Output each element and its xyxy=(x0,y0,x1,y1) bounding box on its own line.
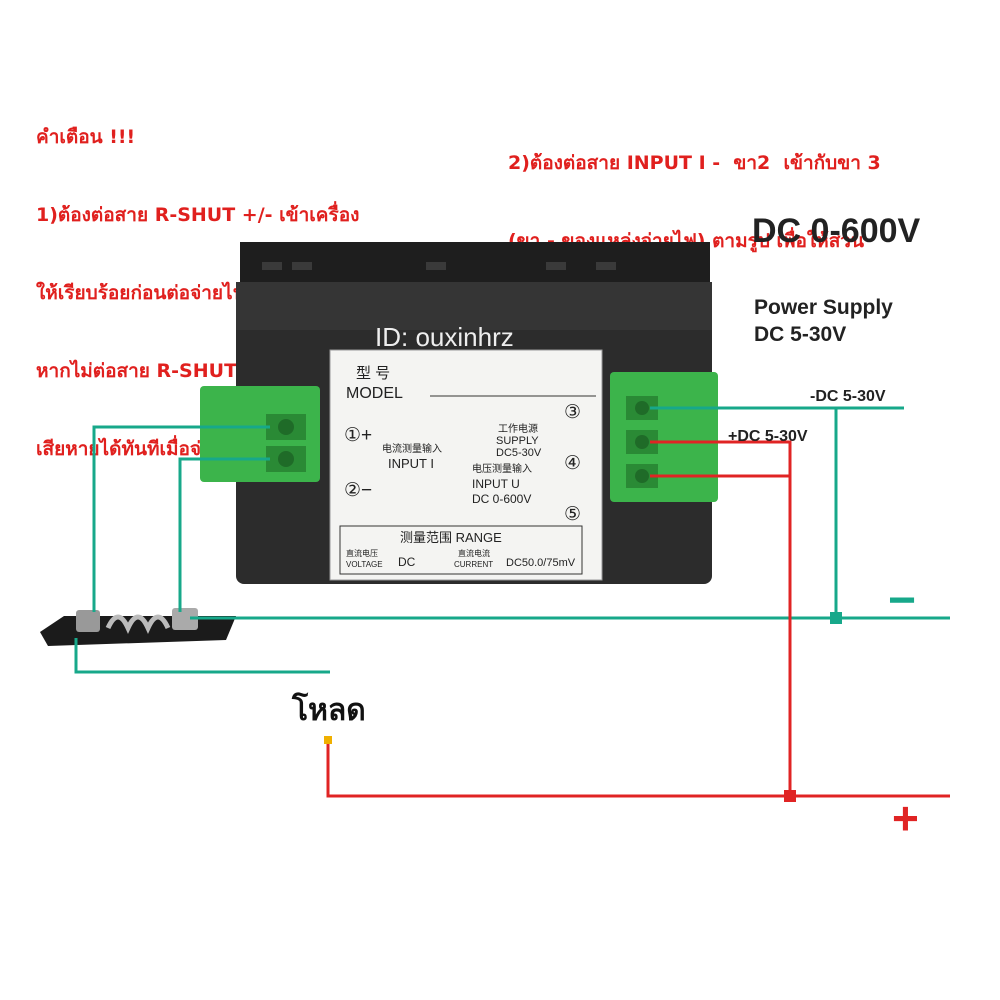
screw-5-icon xyxy=(635,469,649,483)
label-model-cn: 型 号 xyxy=(356,365,390,382)
label-supply-cn: 工作电源 xyxy=(498,422,538,435)
label-supply-v: DC5-30V xyxy=(496,447,542,459)
label-current-cn: 直流电流 xyxy=(458,548,490,558)
shunt-resistor xyxy=(40,608,236,646)
vent-slot xyxy=(596,262,616,270)
warning-right-line-1: 2)ต้องต่อสาย INPUT I - ขา2 เข้ากับขา 3 xyxy=(508,152,881,174)
terminal-5-label: ⑤ xyxy=(564,504,581,525)
label-current: CURRENT xyxy=(454,560,493,569)
screw-4-icon xyxy=(635,435,649,449)
meter-top-face xyxy=(236,282,712,330)
positive-sign: + xyxy=(892,792,919,844)
watermark: ID: ouxinhrz xyxy=(375,322,514,352)
label-voltage-cn: 直流电压 xyxy=(346,548,378,558)
wire-input-i-plus xyxy=(92,425,270,612)
wire-load-negative xyxy=(74,638,330,674)
shunt-bolt-right xyxy=(172,608,198,630)
shunt-bolt-left xyxy=(76,610,100,632)
warning-left-line-1: 1)ต้องต่อสาย R-SHUT +/- เข้าเครื่อง xyxy=(36,204,360,226)
vent-slot xyxy=(262,262,282,270)
warning-title: คำเตือน !!! xyxy=(36,126,136,148)
label-model: MODEL xyxy=(346,385,403,402)
vent-slot xyxy=(426,262,446,270)
range-box xyxy=(339,525,583,575)
warning-left-line-4: เสียหายได้ทันทีเมื่อจ่ายไฟ xyxy=(36,438,246,460)
meter-bezel xyxy=(240,242,710,284)
terminal-block-supply xyxy=(610,372,718,502)
power-supply-line-2: DC 5-30V xyxy=(754,323,847,346)
screw-2-icon xyxy=(278,451,294,467)
label-neg-supply: -DC 5-30V xyxy=(810,388,886,405)
terminal-1-label: ①+ xyxy=(344,425,372,446)
label-input-u-v: DC 0-600V xyxy=(472,492,531,506)
load-terminal-positive xyxy=(324,736,332,744)
wire-positive-main xyxy=(326,740,950,798)
label-voltage: VOLTAGE xyxy=(346,560,383,569)
shunt-element xyxy=(105,614,171,635)
terminal-4-label: ④ xyxy=(564,453,581,474)
screw-3-icon xyxy=(635,401,649,415)
terminal-3-label: ③ xyxy=(564,402,581,423)
label-range-cn: 测量范围 RANGE xyxy=(400,530,502,545)
terminal-block-current xyxy=(200,386,320,482)
vent-slot xyxy=(546,262,566,270)
screw-1-icon xyxy=(278,419,294,435)
power-supply-line-1: Power Supply xyxy=(754,296,893,319)
label-pos-supply: +DC 5-30V xyxy=(728,428,808,445)
positive-wires xyxy=(326,440,950,798)
label-plate xyxy=(329,349,603,581)
junction-negative xyxy=(830,612,842,624)
label-current-v: DC50.0/75mV xyxy=(506,557,576,569)
vent-slot xyxy=(292,262,312,270)
label-voltage-in-cn: 电压测量输入 xyxy=(472,462,532,475)
label-current-in-cn: 电流测量输入 xyxy=(382,442,442,455)
terminal-2-label: ②− xyxy=(344,480,372,501)
power-supply-label: Power Supply DC 5-30V xyxy=(754,294,893,348)
wire-supply-positive xyxy=(650,440,792,796)
junction-positive xyxy=(784,790,796,802)
meter-label-plate: 型 号 MODEL ①+ ②− 电流测量输入 INPUT I ③ ④ ⑤ 工作电… xyxy=(329,349,603,581)
label-voltage-dc: DC xyxy=(398,555,416,569)
negative-sign: − xyxy=(888,574,916,627)
label-input-u: INPUT U xyxy=(472,477,520,491)
load-label: โหลด xyxy=(291,691,366,728)
negative-wires xyxy=(74,406,950,674)
label-supply: SUPPLY xyxy=(496,435,539,447)
shunt-base xyxy=(40,616,236,646)
label-input-i: INPUT I xyxy=(388,456,434,471)
range-title: DC 0-600V xyxy=(752,212,921,250)
wire-input-i-minus xyxy=(178,457,270,612)
